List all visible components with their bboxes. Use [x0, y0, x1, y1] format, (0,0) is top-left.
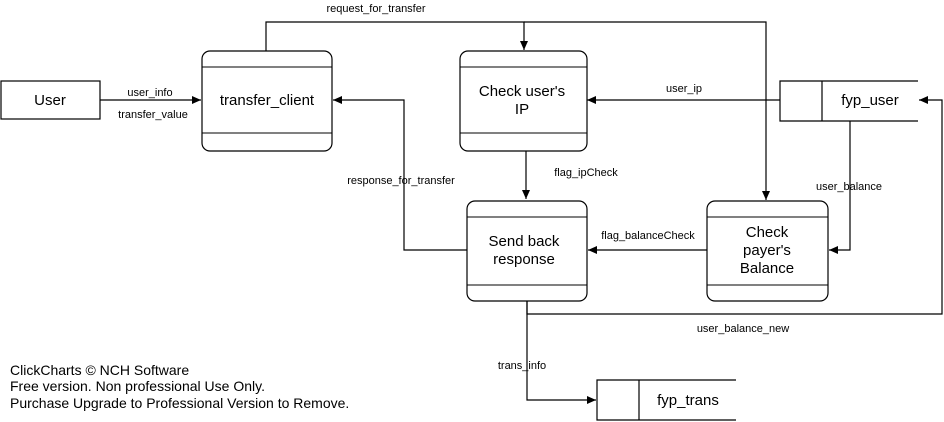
process-transfer-client-label: transfer_client — [220, 92, 315, 109]
process-check-balance-label-line1: Check — [746, 224, 789, 241]
flow-response-for-transfer-arrow — [333, 96, 467, 251]
process-send-back-response[interactable]: Send back response — [466, 200, 588, 302]
flow-request-for-transfer-arrow — [265, 21, 528, 51]
watermark-line3: Purchase Upgrade to Professional Version… — [10, 395, 349, 411]
process-check-ip-label-line2: IP — [515, 101, 529, 118]
flow-label-user-info: user_info — [127, 87, 172, 99]
watermark-line2: Free version. Non professional Use Only. — [10, 378, 265, 394]
process-check-balance-label-line2: payer's — [743, 242, 791, 259]
process-check-ip-label-line1: Check user's — [479, 83, 565, 100]
process-transfer-client[interactable]: transfer_client — [201, 50, 333, 152]
datastore-fyp-trans-label: fyp_trans — [657, 392, 719, 409]
flow-label-user-balance: user_balance — [816, 181, 882, 193]
process-send-back-label-line1: Send back — [489, 233, 560, 250]
flow-user-balance-arrow — [829, 121, 851, 254]
process-check-balance-label-line3: Balance — [740, 260, 794, 277]
flow-label-user-ip: user_ip — [666, 83, 702, 95]
flow-request-to-balance-arrow — [524, 21, 770, 200]
watermark-line1: ClickCharts © NCH Software — [10, 362, 189, 378]
process-check-ip[interactable]: Check user's IP — [459, 50, 588, 152]
flow-label-flag-ipcheck: flag_ipCheck — [554, 167, 618, 179]
flow-label-request-for-transfer: request_for_transfer — [326, 3, 425, 15]
entity-user-box[interactable] — [0, 80, 101, 120]
flow-trans-info-arrow — [526, 301, 596, 404]
flow-label-trans-info: trans_info — [498, 360, 546, 372]
flow-label-flag-balancecheck: flag_balanceCheck — [601, 230, 695, 242]
datastore-fyp-trans[interactable] — [596, 379, 736, 421]
datastore-fyp-user-label: fyp_user — [841, 92, 899, 109]
flow-label-response-for-transfer: response_for_transfer — [347, 175, 455, 187]
datastore-fyp-user[interactable] — [779, 80, 918, 122]
flow-label-user-balance-new: user_balance_new — [697, 323, 789, 335]
process-send-back-label-line2: response — [493, 251, 555, 268]
entity-user-label: User — [34, 92, 66, 109]
flow-label-transfer-value: transfer_value — [118, 109, 188, 121]
process-check-payers-balance[interactable]: Check payer's Balance — [706, 200, 829, 302]
